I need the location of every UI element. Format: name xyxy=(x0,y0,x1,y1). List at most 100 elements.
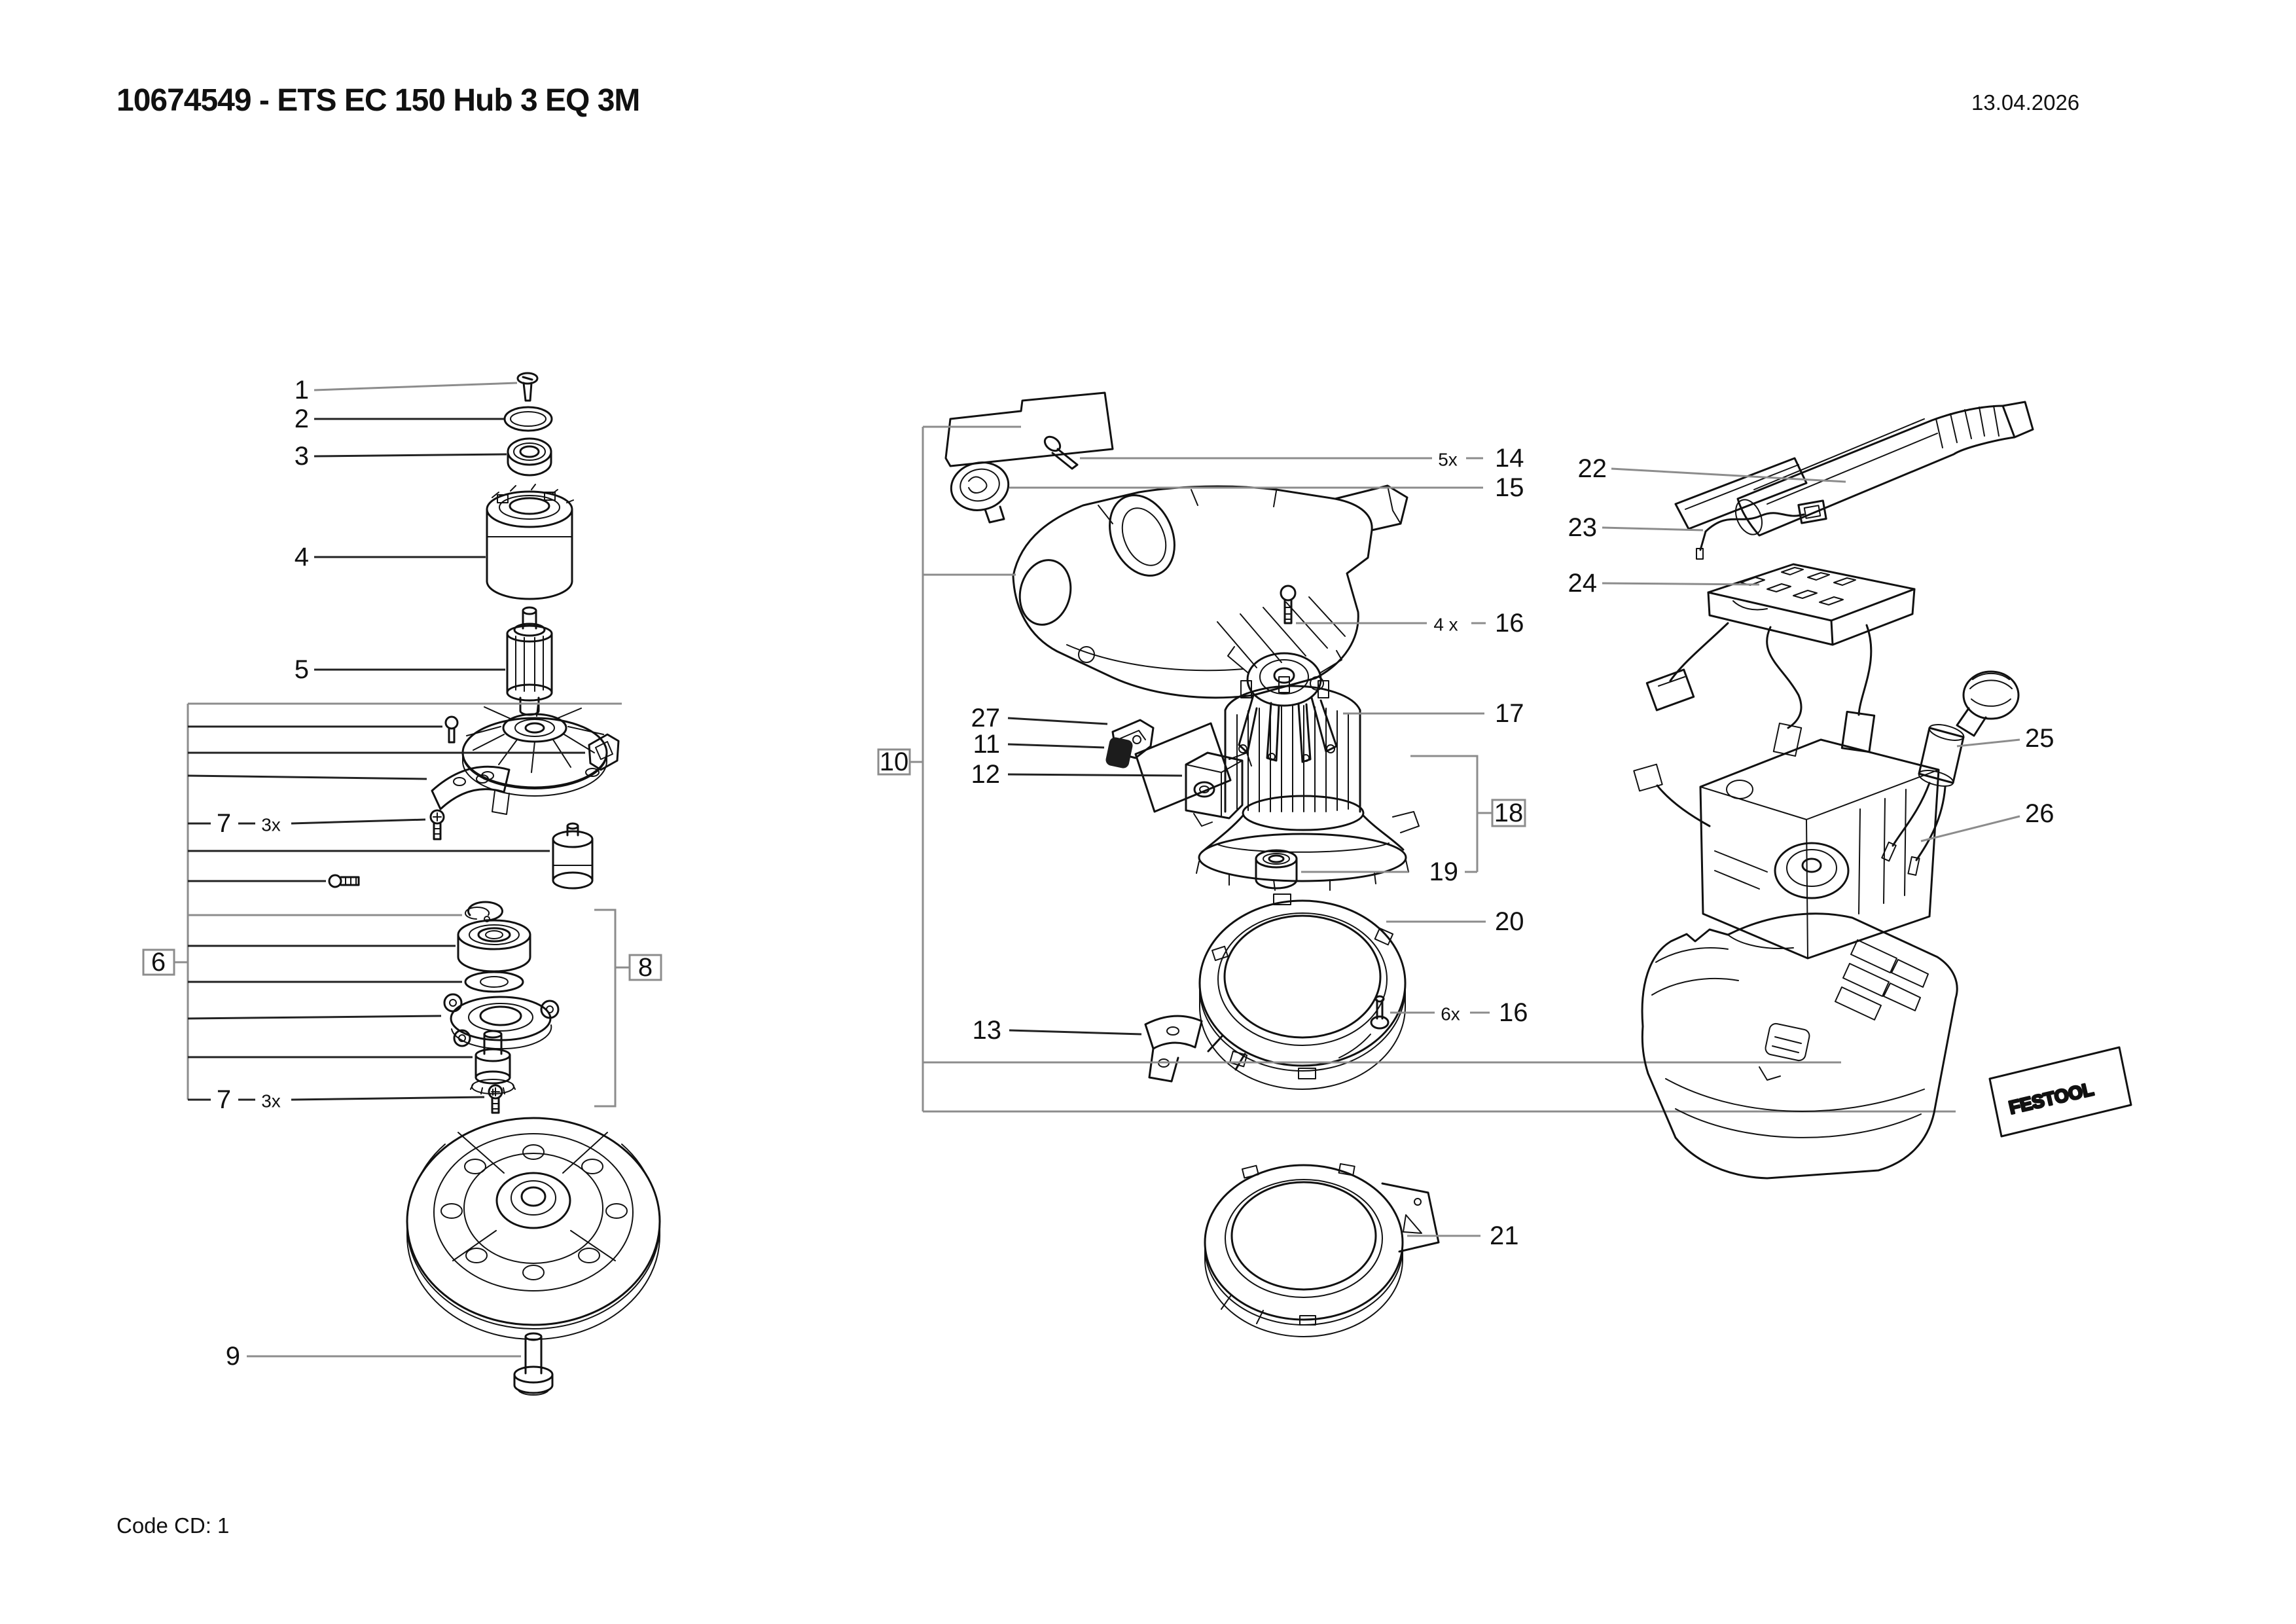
part-screw-under-fan xyxy=(444,715,459,744)
callout-7a-qty: 3x xyxy=(261,815,281,835)
callout-7b-qty: 3x xyxy=(261,1091,281,1111)
part-small-sticker xyxy=(1134,722,1232,813)
part-o-ring-2 xyxy=(503,406,553,432)
part-washer xyxy=(464,971,524,993)
part-screw-7b xyxy=(488,1084,503,1114)
callout-14: 14 xyxy=(1495,444,1524,473)
callout-row-13: 13 xyxy=(973,1016,1142,1045)
callout-20: 20 xyxy=(1495,907,1524,936)
part-plug-25 xyxy=(1881,670,2020,876)
part-electronics-26 xyxy=(1633,738,1940,960)
callout-16b: 16 xyxy=(1499,998,1528,1027)
part-pin-14 xyxy=(1043,435,1079,470)
callout-9: 9 xyxy=(226,1342,240,1371)
part-bearing-3 xyxy=(507,437,552,477)
leader-3 xyxy=(314,453,507,458)
part-spider-17 xyxy=(1227,646,1342,763)
page-title: 10674549 - ETS EC 150 Hub 3 EQ 3M xyxy=(117,83,640,118)
callout-row-11: 11 xyxy=(973,730,1105,759)
part-bearing-lower xyxy=(457,919,531,973)
callout-6: 6 xyxy=(151,948,166,977)
part-cap-15 xyxy=(950,461,1010,524)
part-tube-22 xyxy=(1674,401,2034,537)
callout-2: 2 xyxy=(295,405,309,433)
part-screw-16a xyxy=(1280,585,1297,624)
part-snap-ring xyxy=(465,901,503,922)
part-sanding-pad xyxy=(406,1117,661,1340)
callout-27: 27 xyxy=(971,704,1001,732)
callout-25: 25 xyxy=(2025,724,2054,753)
callout-24: 24 xyxy=(1568,569,1598,598)
part-brake-segment xyxy=(431,765,511,815)
part-stator-4 xyxy=(486,484,574,600)
callout-row-23: 23 xyxy=(1568,513,1704,542)
callout-row-14: 5x 14 xyxy=(1080,444,1524,473)
part-wedge-13 xyxy=(1144,1015,1203,1083)
callout-15: 15 xyxy=(1495,473,1524,502)
leader-1 xyxy=(314,382,518,391)
callout-10: 10 xyxy=(880,748,909,776)
part-screw-16b xyxy=(1370,995,1390,1030)
callout-row-12: 12 xyxy=(971,760,1183,789)
callout-row-24: 24 xyxy=(1568,569,1760,598)
part-module-24 xyxy=(1645,563,1916,757)
callout-26: 26 xyxy=(2025,799,2054,828)
part-switch-12 xyxy=(1185,751,1252,827)
part-pad-screw-9 xyxy=(513,1332,554,1396)
bracket-8: 8 xyxy=(594,909,662,1108)
callout-1: 1 xyxy=(295,376,309,405)
callout-row-26: 26 xyxy=(1920,799,2054,842)
callout-5: 5 xyxy=(295,655,309,684)
part-info-plate xyxy=(944,391,1114,467)
part-housing-cover xyxy=(1012,484,1408,699)
part-motor xyxy=(1224,676,1361,813)
part-screw-1 xyxy=(516,372,539,402)
callout-16a-qty: 4 x xyxy=(1433,615,1458,635)
callout-23: 23 xyxy=(1568,513,1598,542)
bracket-18: 18 xyxy=(1410,755,1526,872)
callout-7a: 7 xyxy=(217,809,231,838)
callout-row-7a: 7 3x xyxy=(188,809,426,838)
part-flange-plate xyxy=(443,993,560,1050)
callout-13: 13 xyxy=(973,1016,1002,1045)
callout-18: 18 xyxy=(1494,799,1524,827)
part-grommet-11 xyxy=(1105,737,1133,768)
callout-8: 8 xyxy=(638,953,653,982)
brand-sticker-text: FESTOOL xyxy=(2007,1079,2095,1118)
callout-16b-qty: 6x xyxy=(1441,1004,1460,1024)
callout-row-17: 17 xyxy=(1343,699,1524,728)
part-screw-horizontal xyxy=(328,874,360,888)
callout-17: 17 xyxy=(1495,699,1524,728)
callout-14-qty: 5x xyxy=(1438,450,1458,470)
part-rotor-5 xyxy=(506,606,553,716)
part-housing-body xyxy=(1641,912,1958,1180)
part-bearing-19 xyxy=(1255,849,1298,890)
bracket-6: 6 xyxy=(142,702,622,1100)
part-brand-sticker: FESTOOL xyxy=(1988,1046,2132,1138)
callout-row-16a: 4 x 16 xyxy=(1296,609,1524,638)
callout-row-19: 19 xyxy=(1301,857,1477,886)
callout-row-7b: 7 3x xyxy=(188,1085,485,1114)
callout-row-22: 22 xyxy=(1578,454,1846,483)
callout-11: 11 xyxy=(973,730,1000,759)
callout-row-21: 21 xyxy=(1407,1221,1519,1250)
part-spindle xyxy=(470,1030,516,1096)
callout-12: 12 xyxy=(971,760,1001,789)
part-fan-baffle xyxy=(1196,795,1420,891)
callout-4: 4 xyxy=(295,543,309,571)
callout-21: 21 xyxy=(1490,1221,1519,1250)
part-screw-7a xyxy=(429,809,445,840)
callout-row-20: 20 xyxy=(1386,907,1524,936)
callout-19: 19 xyxy=(1429,857,1459,886)
callout-22: 22 xyxy=(1578,454,1607,483)
part-balancer xyxy=(552,822,594,890)
callout-row-25: 25 xyxy=(1956,724,2054,753)
callout-3: 3 xyxy=(295,442,309,471)
page-date: 13.04.2026 xyxy=(1971,90,2080,115)
callout-16a: 16 xyxy=(1495,609,1524,638)
part-protector-ring-21 xyxy=(1204,1163,1440,1337)
callout-row-15: 15 xyxy=(1009,473,1524,502)
callout-row-16b: 6x 16 xyxy=(1390,998,1528,1027)
